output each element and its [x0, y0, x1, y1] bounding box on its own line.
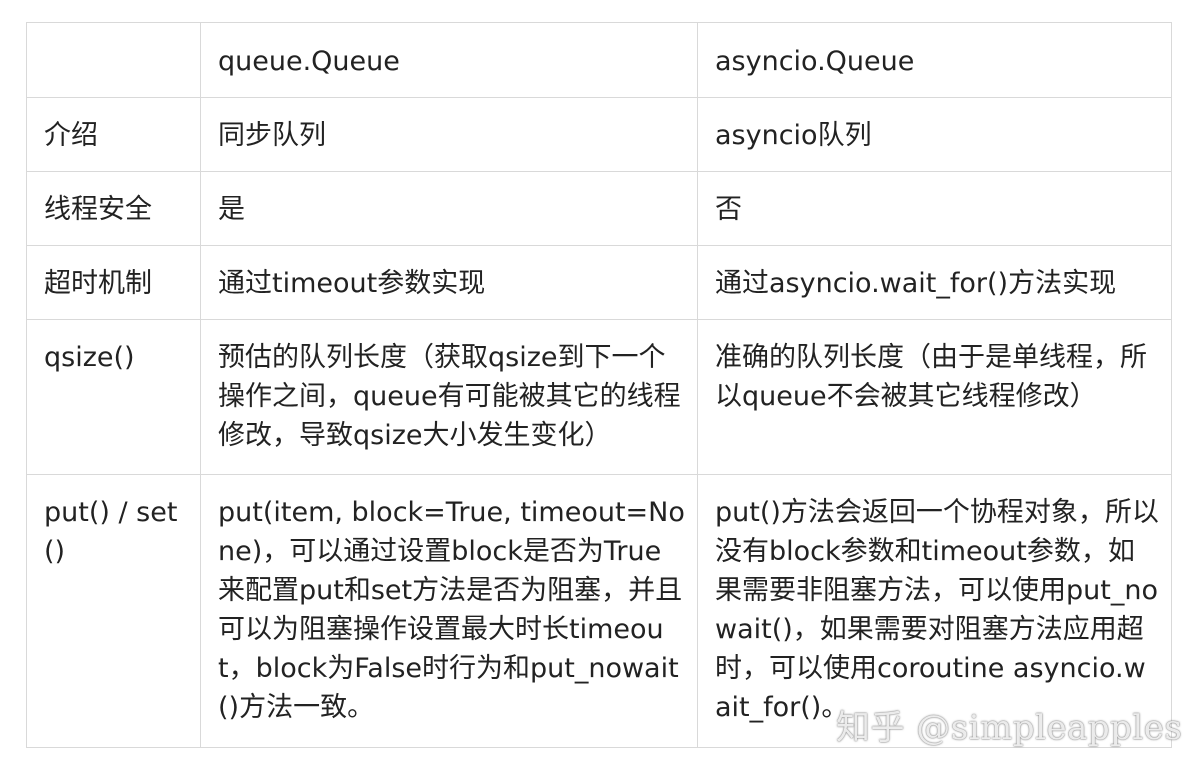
row-label: put() / set()	[26, 474, 201, 748]
asyncio-cell: 准确的队列长度（由于是单线程，所以queue不会被其它线程修改）	[697, 319, 1172, 475]
row-label: qsize()	[26, 319, 201, 475]
queue-cell: 是	[200, 171, 698, 246]
comparison-table: queue.Queue asyncio.Queue 介绍 同步队列 asynci…	[26, 22, 1172, 748]
queue-cell: 同步队列	[200, 97, 698, 172]
watermark: 知乎 @simpleapples	[836, 708, 1183, 748]
table-row: qsize() 预估的队列长度（获取qsize到下一个操作之间，queue有可能…	[26, 319, 1172, 475]
asyncio-cell: 否	[697, 171, 1172, 246]
table-row: 线程安全 是 否	[26, 171, 1172, 246]
table-row: 超时机制 通过timeout参数实现 通过asyncio.wait_for()方…	[26, 245, 1172, 320]
header-cell-queue: queue.Queue	[200, 22, 698, 98]
queue-cell: 通过timeout参数实现	[200, 245, 698, 320]
header-cell-asyncio: asyncio.Queue	[697, 22, 1172, 98]
table-header-row: queue.Queue asyncio.Queue	[26, 22, 1172, 98]
row-label: 线程安全	[26, 171, 201, 246]
header-cell-empty	[26, 22, 201, 98]
queue-cell: 预估的队列长度（获取qsize到下一个操作之间，queue有可能被其它的线程修改…	[200, 319, 698, 475]
asyncio-cell: 通过asyncio.wait_for()方法实现	[697, 245, 1172, 320]
asyncio-cell: asyncio队列	[697, 97, 1172, 172]
table-row: 介绍 同步队列 asyncio队列	[26, 97, 1172, 172]
row-label: 介绍	[26, 97, 201, 172]
asyncio-cell: put()方法会返回一个协程对象，所以没有block参数和timeout参数，如…	[697, 474, 1172, 748]
row-label: 超时机制	[26, 245, 201, 320]
table-row: put() / set() put(item, block=True, time…	[26, 474, 1172, 748]
queue-cell: put(item, block=True, timeout=None)，可以通过…	[200, 474, 698, 748]
